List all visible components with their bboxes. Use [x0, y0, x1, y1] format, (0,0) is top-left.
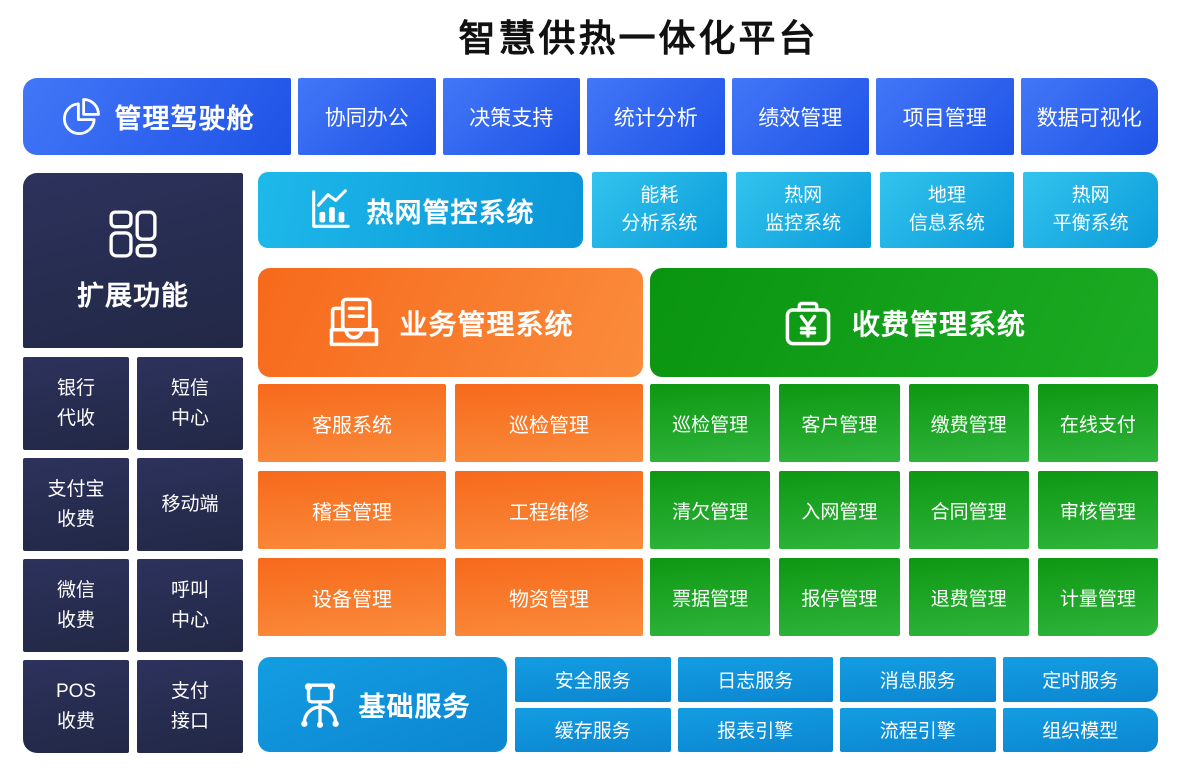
heat-network-row: 热网管控系统 能耗 分析系统 热网 监控系统 地理 信息系统 热网 平衡系统 [258, 172, 1158, 248]
fee-cell: 入网管理 [779, 471, 900, 549]
business-cell: 巡检管理 [455, 384, 643, 462]
grid-layout-icon [108, 209, 158, 259]
base-service-cell: 消息服务 [840, 657, 996, 702]
fee-cell: 票据管理 [650, 558, 771, 636]
expansion-cell: 支付 接口 [137, 660, 243, 753]
document-tray-icon [327, 296, 381, 350]
business-cell: 物资管理 [455, 558, 643, 636]
expansion-column: 扩展功能 银行 代收 短信 中心 支付宝 收费 移动端 微信 收费 呼叫 中心 … [23, 173, 243, 753]
fee-cell: 审核管理 [1037, 471, 1158, 549]
base-service-cell: 安全服务 [515, 657, 671, 702]
expansion-cell: 移动端 [137, 458, 243, 551]
expansion-cell: POS 收费 [23, 660, 129, 753]
expansion-cell: 微信 收费 [23, 559, 129, 652]
fee-grid: 巡检管理 客户管理 缴费管理 在线支付 清欠管理 入网管理 合同管理 审核管理 … [650, 384, 1158, 636]
fee-system-header: 收费管理系统 [650, 268, 1158, 377]
fee-cell: 合同管理 [908, 471, 1029, 549]
top-cell: 数据可视化 [1020, 78, 1158, 155]
top-cell: 决策支持 [442, 78, 580, 155]
management-cockpit-label: 管理驾驶舱 [114, 104, 255, 134]
business-grid: 客服系统 巡检管理 稽查管理 工程维修 设备管理 物资管理 [258, 384, 643, 636]
base-service-cell: 报表引擎 [677, 707, 833, 752]
heat-network-cell: 热网 平衡系统 [1023, 172, 1158, 248]
management-cockpit-row: 管理驾驶舱 协同办公 决策支持 统计分析 绩效管理 项目管理 数据可视化 [23, 78, 1158, 155]
fee-cell: 退费管理 [908, 558, 1029, 636]
base-service-cell: 流程引擎 [840, 707, 996, 752]
business-cell: 稽查管理 [258, 471, 446, 549]
fee-cell: 计量管理 [1037, 558, 1158, 636]
base-services-label: 基础服务 [358, 692, 471, 722]
expansion-cell: 短信 中心 [137, 357, 243, 450]
expansion-grid: 银行 代收 短信 中心 支付宝 收费 移动端 微信 收费 呼叫 中心 POS 收… [23, 357, 243, 753]
base-services-grid: 安全服务 日志服务 消息服务 定时服务 缓存服务 报表引擎 流程引擎 组织模型 [515, 657, 1158, 752]
top-cell: 协同办公 [298, 78, 436, 155]
heat-network-cell: 能耗 分析系统 [592, 172, 727, 248]
fee-cell: 巡检管理 [650, 384, 771, 462]
heat-network-cell: 热网 监控系统 [735, 172, 871, 248]
fee-cell: 清欠管理 [650, 471, 771, 549]
business-cell: 客服系统 [258, 384, 446, 462]
page-title: 智慧供热一体化平台 [458, 18, 819, 59]
top-cell: 绩效管理 [731, 78, 869, 155]
main-area: 热网管控系统 能耗 分析系统 热网 监控系统 地理 信息系统 热网 平衡系统 业… [258, 172, 1158, 752]
business-cell: 工程维修 [455, 471, 643, 549]
heat-network-label: 热网管控系统 [366, 197, 535, 228]
fee-system-label: 收费管理系统 [851, 308, 1026, 340]
fee-cell: 报停管理 [779, 558, 900, 636]
business-cell: 设备管理 [258, 558, 446, 636]
heat-network-header: 热网管控系统 [258, 172, 583, 248]
base-service-cell: 定时服务 [1002, 657, 1158, 702]
top-cell: 项目管理 [876, 78, 1014, 155]
network-hub-icon [295, 680, 345, 730]
fee-cell: 在线支付 [1037, 384, 1158, 462]
expansion-label: 扩展功能 [77, 280, 189, 311]
expansion-cell: 银行 代收 [23, 357, 129, 450]
expansion-cell: 支付宝 收费 [23, 458, 129, 551]
business-system-header: 业务管理系统 [258, 268, 643, 377]
fee-cell: 缴费管理 [908, 384, 1029, 462]
base-service-cell: 日志服务 [677, 657, 833, 702]
base-service-cell: 组织模型 [1002, 707, 1158, 752]
business-system-label: 业务管理系统 [399, 308, 574, 340]
base-services-row: 基础服务 安全服务 日志服务 消息服务 定时服务 缓存服务 报表引擎 流程引擎 … [258, 657, 1158, 752]
section-header-row: 业务管理系统 收费管理系统 [258, 268, 1158, 377]
heat-network-cell: 地理 信息系统 [879, 172, 1015, 248]
pie-chart-icon [60, 96, 102, 138]
base-service-cell: 缓存服务 [515, 707, 671, 752]
money-case-icon [782, 297, 834, 349]
fee-cell: 客户管理 [779, 384, 900, 462]
top-cell: 统计分析 [587, 78, 725, 155]
line-bar-chart-icon [307, 187, 353, 233]
expansion-header: 扩展功能 [23, 173, 243, 348]
expansion-cell: 呼叫 中心 [137, 559, 243, 652]
management-cockpit-header: 管理驾驶舱 [23, 78, 291, 155]
base-services-header: 基础服务 [258, 657, 507, 752]
